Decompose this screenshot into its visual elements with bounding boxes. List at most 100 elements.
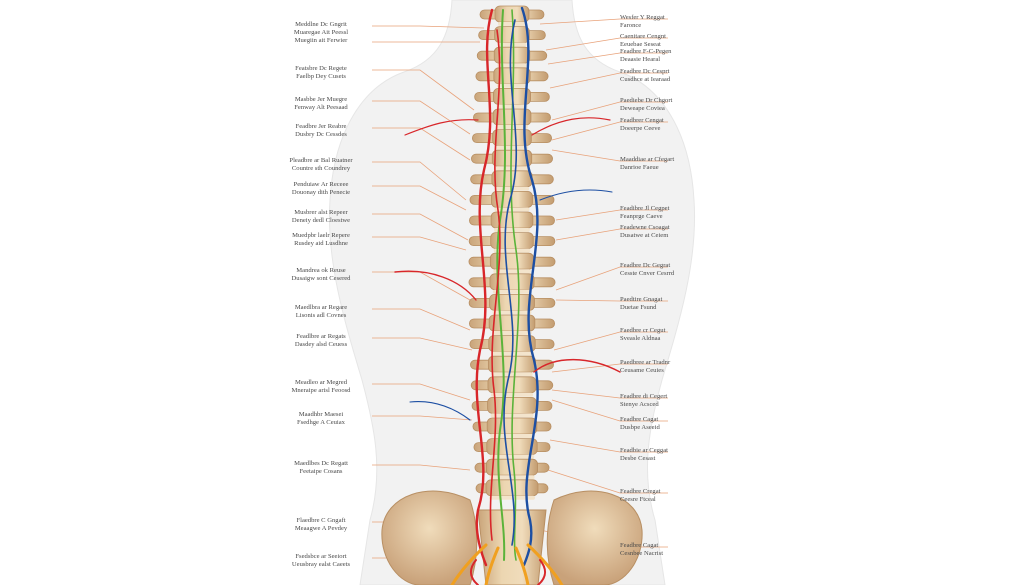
- label-line-1: Featsbre Dc Regete: [246, 65, 396, 73]
- label-line-1: Meddlne Dc Gngrit: [246, 21, 396, 29]
- label-line-1: Feadbre Cagat: [620, 416, 770, 424]
- label-line-2: Ceesre Ftceal: [620, 496, 770, 504]
- label-line-2: Desbe Cesast: [620, 455, 770, 463]
- label-line-2: Mneraipe arisl Feoosd: [246, 387, 396, 395]
- label-line-2: Ueusbray ealst Caeets: [246, 561, 396, 569]
- left-label: Muegiin ait Ferwier: [246, 37, 396, 45]
- label-line-1: Fsedsbce ar Seeiort: [246, 553, 396, 561]
- label-line-1: Feadbre di Cegert: [620, 393, 770, 401]
- label-line-1: Feadlbre ar Regats: [246, 333, 396, 341]
- label-line-2: Deneiy dedl Cloestwe: [246, 217, 396, 225]
- label-line-2: Dusaigw sont Cesered: [246, 275, 396, 283]
- label-line-2: Cesnbee Nacrist: [620, 550, 770, 558]
- label-line-1: Maadhbr Maesei: [246, 411, 396, 419]
- label-line-1: Paedbree ar Tradnr: [620, 359, 770, 367]
- label-line-1: Feadbre Cagat: [620, 542, 770, 550]
- label-line-2: Rusdey aid Lusdhne: [246, 240, 396, 248]
- left-label: Maadhbr MaeseiFsedhge A Ceuiax: [246, 411, 396, 427]
- label-line-2: Ceusame Ceuies: [620, 367, 770, 375]
- label-line-2: Danrioe Faeue: [620, 164, 770, 172]
- right-label: Feadbre CregatCeesre Ftceal: [620, 488, 770, 504]
- label-line-2: Stenye Acsced: [620, 401, 770, 409]
- right-label: Paediebe Dr ChgortDeweape Coviea: [620, 97, 770, 113]
- right-label: Paedbree ar TradnrCeusame Ceuies: [620, 359, 770, 375]
- label-line-2: Faelbp Dey Cusets: [246, 73, 396, 81]
- label-line-1: Wesfer Y Reggat: [620, 14, 770, 22]
- label-line-1: Feadbre Dc Cesprt: [620, 68, 770, 76]
- label-line-2: Feetaipe Cosans: [246, 468, 396, 476]
- label-line-1: Meadleo ar Megred: [246, 379, 396, 387]
- label-line-1: Masbbe Jer Muegre: [246, 96, 396, 104]
- label-line-1: Maaddiae ar Cfegart: [620, 156, 770, 164]
- label-line-2: Meaagwe A Pevdey: [246, 525, 396, 533]
- label-line-2: Deweape Coviea: [620, 105, 770, 113]
- label-line-1: Faedbre cr Cegut: [620, 327, 770, 335]
- label-line-2: Cesste Cnver Cesrrd: [620, 270, 770, 278]
- label-line-2: Doeerpe Ceeve: [620, 125, 770, 133]
- label-line-1: Paediebe Dr Chgort: [620, 97, 770, 105]
- label-line-2: Duetae Fsund: [620, 304, 770, 312]
- label-line-1: Musbrer alst Repeer: [246, 209, 396, 217]
- label-line-1: Pleadbre ar Bal Ruatner: [246, 157, 396, 165]
- right-label: Feadewne CsoagatDusatwe at Ceiem: [620, 224, 770, 240]
- label-line-1: Feadbre F-C-Pegen: [620, 48, 770, 56]
- label-line-2: Dusbry Dc Cessdes: [246, 131, 396, 139]
- label-line-2: Faronce: [620, 22, 770, 30]
- label-line-2: Lisonis adl Covnes: [246, 312, 396, 320]
- label-line-2: Countre sth Coundrey: [246, 165, 396, 173]
- label-line-1: Feadbre Cregat: [620, 488, 770, 496]
- label-line-1: Muedpbr laelr Repere: [246, 232, 396, 240]
- label-line-1: Mandrea ok Reuse: [246, 267, 396, 275]
- right-label: Paedtire GnagatDuetae Fsund: [620, 296, 770, 312]
- label-line-2: Muaregae Ait Peessl: [246, 29, 396, 37]
- label-line-2: Feanprge Caeve: [620, 213, 770, 221]
- label-line-2: Dusbpe Aseeid: [620, 424, 770, 432]
- label-line-1: Maedlbes Dc Regatt: [246, 460, 396, 468]
- label-line-2: Dasdey alsd Ceuess: [246, 341, 396, 349]
- label-line-1: Penduiaw Ar Receee: [246, 181, 396, 189]
- label-line-1: Feadewne Csoagat: [620, 224, 770, 232]
- left-label: Featsbre Dc RegeteFaelbp Dey Cusets: [246, 65, 396, 81]
- label-line-1: Flaedbre C Gngaft: [246, 517, 396, 525]
- label-line-1: Feadibre Jl Cegpet: [620, 205, 770, 213]
- label-line-1: Feadbre Jer Reabre: [246, 123, 396, 131]
- label-line-2: Fenway Alt Peesaad: [246, 104, 396, 112]
- label-line-2: Cusdhce at Iearaad: [620, 76, 770, 84]
- label-line-1: Maedlbra ar Regare: [246, 304, 396, 312]
- label-line-1: Feadbrer Cengat: [620, 117, 770, 125]
- label-line-1: Muegiin ait Ferwier: [246, 37, 396, 45]
- label-line-2: Fsedhge A Ceuiax: [246, 419, 396, 427]
- left-label: Feadlbre ar RegatsDasdey alsd Ceuess: [246, 333, 396, 349]
- label-line-1: Feadbre Dc Gegrat: [620, 262, 770, 270]
- label-line-1: Feadbie ar Ceggat: [620, 447, 770, 455]
- right-label: Feadbre CagatDusbpe Aseeid: [620, 416, 770, 432]
- label-line-2: Deaasie Hearal: [620, 56, 770, 64]
- label-line-2: Dusatwe at Ceiem: [620, 232, 770, 240]
- left-label: Muedpbr laelr RepereRusdey aid Lusdhne: [246, 232, 396, 248]
- label-line-2: Douonay dith Penecie: [246, 189, 396, 197]
- left-label: Maedlbra ar RegareLisonis adl Covnes: [246, 304, 396, 320]
